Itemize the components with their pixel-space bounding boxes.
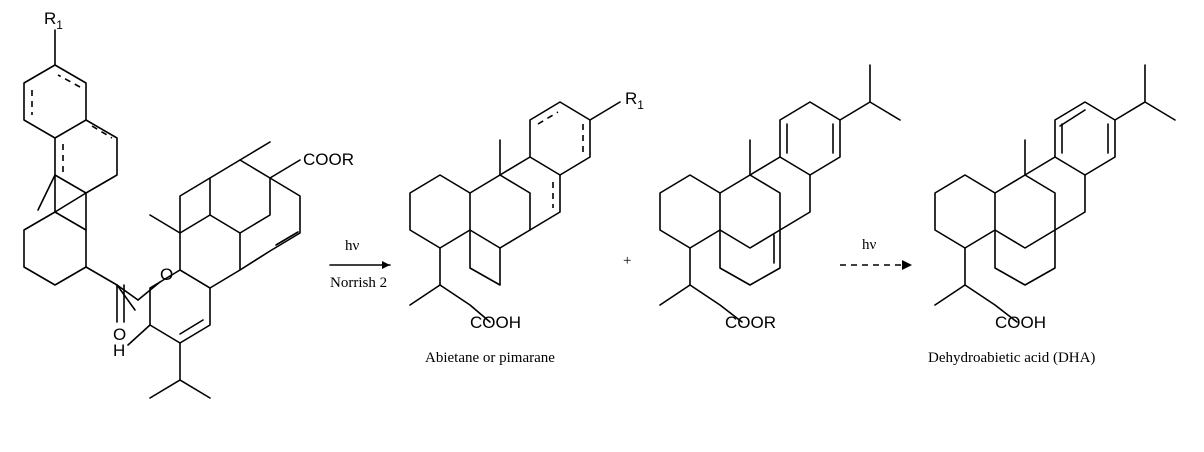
- r1-label: R1: [44, 9, 63, 32]
- plus-sign: +: [623, 253, 631, 269]
- arrow1-bottom-label: Norrish 2: [330, 275, 387, 291]
- reactant-molecule: R1 COOR O O H: [23, 9, 354, 399]
- arrow1-top-label: hν: [345, 238, 360, 254]
- arrow2-top-label: hν: [862, 237, 877, 253]
- product1-r1-label: R1: [625, 89, 644, 112]
- product3-molecule: COOH Dehydroabietic acid (DHA): [928, 64, 1176, 366]
- ester-oxygen-label: O: [160, 265, 173, 284]
- hydrogen-label: H: [113, 341, 125, 360]
- product3-caption: Dehydroabietic acid (DHA): [928, 350, 1095, 366]
- product1-acid-label: COOH: [470, 313, 521, 332]
- product1-caption: Abietane or pimarane: [425, 350, 555, 366]
- ester-label: COOR: [303, 150, 354, 169]
- product1-molecule: R1 COOH Abietane or pimarane: [409, 89, 644, 366]
- product2-molecule: COOR: [659, 64, 901, 332]
- product2-ester-label: COOR: [725, 313, 776, 332]
- carbonyl-oxygen-label: O: [113, 325, 126, 344]
- arrow-norrish: hν Norrish 2: [329, 238, 391, 291]
- arrow-photolysis: hν: [840, 237, 912, 270]
- product3-acid-label: COOH: [995, 313, 1046, 332]
